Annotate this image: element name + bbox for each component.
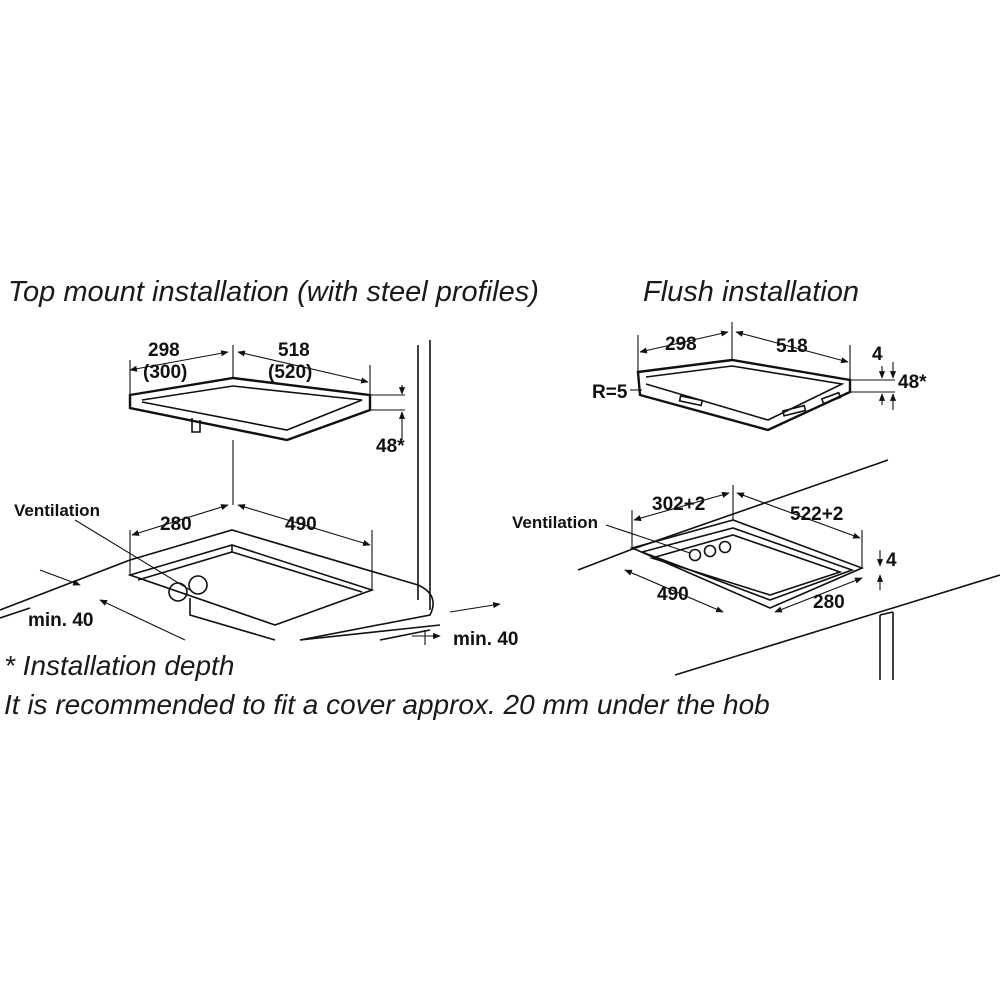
installation-depth-note: * Installation depth [4, 650, 234, 681]
top-mount-title: Top mount installation (with steel profi… [8, 276, 539, 308]
top-mount-worktop [0, 529, 434, 641]
flush-title: Flush installation [643, 276, 859, 308]
flush-rebate-depth: 302+2 [652, 494, 705, 515]
flush-drawing [577, 322, 1000, 680]
top-mount-min-side: min. 40 [453, 629, 518, 650]
top-mount-hob-width: 518 [278, 340, 310, 361]
top-mount-cutout [127, 544, 375, 626]
top-mount-min-front: min. 40 [28, 610, 93, 631]
top-mount-ventilation-label: Ventilation [14, 501, 100, 520]
top-mount-cutout-depth: 280 [160, 514, 192, 535]
flush-hob-width: 518 [776, 336, 808, 357]
top-mount-hob-depth: 298 [148, 340, 180, 361]
cover-note: It is recommended to fit a cover approx.… [4, 689, 770, 720]
flush-rebate-height: 4 [886, 550, 897, 571]
flush-cutout-depth: 280 [813, 592, 845, 613]
flush-cutout-width: 490 [657, 584, 689, 605]
top-mount-hob-depth-alt: (300) [143, 362, 187, 383]
flush-hob-depth: 298 [665, 334, 697, 355]
flush-edge-height: 4 [872, 344, 883, 365]
top-mount-cutout-width: 490 [285, 514, 317, 535]
top-mount-install-depth: 48* [376, 436, 405, 457]
flush-radius: R=5 [592, 382, 628, 403]
top-mount-drawing [0, 340, 501, 645]
flush-rebate-width: 522+2 [790, 504, 843, 525]
top-mount-hob-width-alt: (520) [268, 362, 312, 383]
flush-install-depth: 48* [898, 372, 927, 393]
flush-worktop [577, 459, 889, 571]
flush-ventilation-label: Ventilation [512, 513, 598, 532]
